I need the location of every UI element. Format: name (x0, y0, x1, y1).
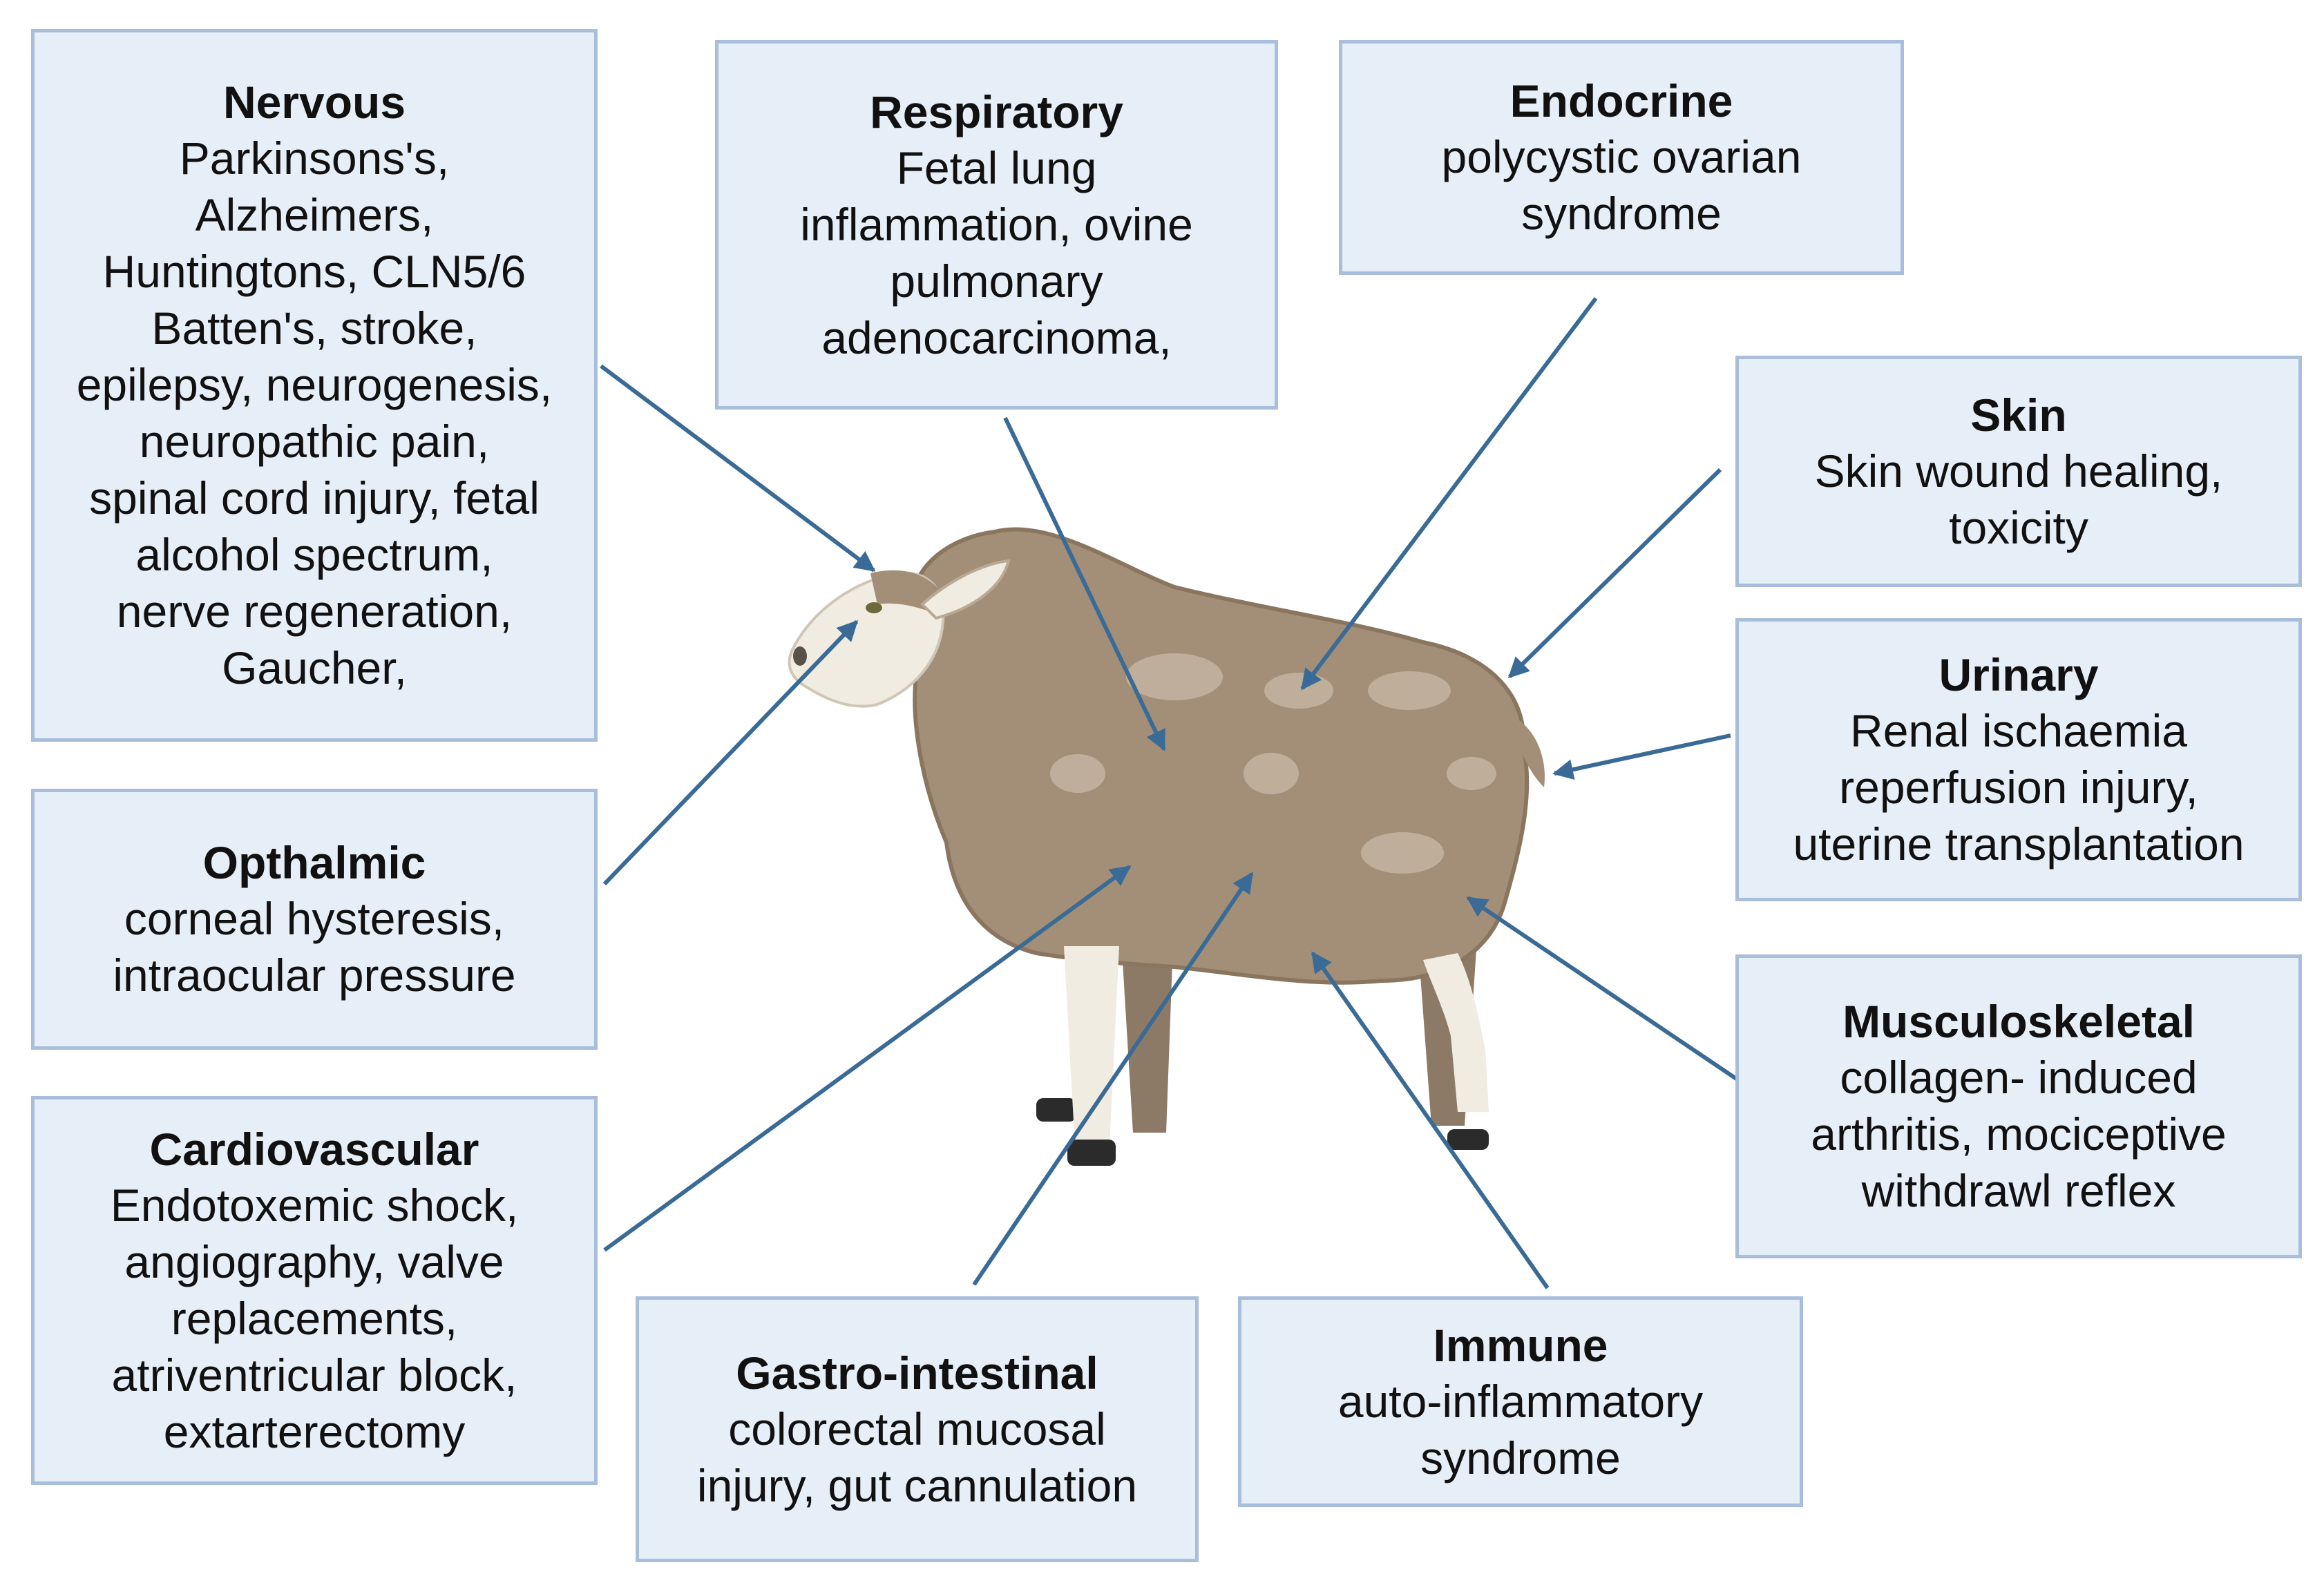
cardiovascular-line: atriventricular block, (111, 1349, 517, 1401)
gastro-intestinal-line: colorectal mucosal (728, 1403, 1106, 1454)
immune-box: Immune auto-inflammatory syndrome (1238, 1296, 1803, 1507)
nervous-line: Batten's, stroke, (151, 302, 477, 354)
nervous-line: nerve regeneration, (116, 586, 513, 637)
sheep-near-front-hoof (1067, 1140, 1116, 1166)
urinary-line: Renal ischaemia (1850, 705, 2187, 756)
musculoskeletal-line: withdrawl reflex (1861, 1165, 2176, 1216)
cardiovascular-title: Cardiovascular (149, 1123, 479, 1175)
gastro-intestinal-title: Gastro-intestinal (736, 1347, 1098, 1399)
nervous-line: spinal cord injury, fetal (89, 472, 540, 523)
respiratory-line: pulmonary (890, 255, 1103, 307)
respiratory-title: Respiratory (870, 86, 1123, 137)
respiratory-line: Fetal lung (896, 142, 1097, 193)
sheep-illustration (788, 527, 1545, 1166)
opthalmic-line: corneal hysteresis, (124, 893, 505, 944)
wool-highlights (1050, 653, 1496, 874)
arrow-opthalmic (602, 619, 859, 886)
nervous-line: epilepsy, neurogenesis, (76, 359, 553, 410)
sheep-head (788, 571, 945, 708)
sheep-near-front-leg (1064, 946, 1119, 1146)
arrow-respiratory (1003, 416, 1166, 751)
endocrine-line: syndrome (1521, 188, 1722, 239)
arrows (600, 297, 1756, 1289)
arrow-endocrine (1300, 297, 1598, 691)
gastro-intestinal-line: injury, gut cannulation (696, 1459, 1138, 1511)
cardiovascular-line: Endotoxemic shock, (110, 1179, 519, 1231)
arrow-immune (1311, 951, 1550, 1289)
nervous-line: Huntingtons, CLN5/6 (102, 246, 526, 297)
urinary-title: Urinary (1939, 649, 2099, 700)
arrow-urinary (1552, 733, 1731, 780)
musculoskeletal-line: collagen- induced (1840, 1052, 2198, 1103)
urinary-line: uterine transplantation (1793, 818, 2245, 870)
arrow-musculoskeletal (1466, 896, 1756, 1093)
endocrine-box: Endocrine polycystic ovarian syndrome (1339, 40, 1904, 275)
nervous-line: neuropathic pain, (139, 416, 490, 467)
opthalmic-box: Opthalmic corneal hysteresis, intraocula… (31, 789, 598, 1050)
sheep-near-hind-leg (1423, 953, 1489, 1112)
sheep-body (911, 527, 1530, 985)
skin-line: Skin wound healing, (1814, 445, 2223, 497)
musculoskeletal-line: arthritis, mociceptive (1811, 1108, 2227, 1160)
opthalmic-line: intraocular pressure (113, 950, 516, 1001)
sheep-far-front-hoof (1036, 1098, 1076, 1122)
skin-line: toxicity (1949, 501, 2088, 553)
gastro-intestinal-box: Gastro-intestinal colorectal mucosal inj… (636, 1296, 1199, 1562)
respiratory-box: Respiratory Fetal lung inflammation, ovi… (715, 40, 1278, 410)
skin-title: Skin (1970, 389, 2067, 441)
sheep-far-hind-hoof (1447, 1129, 1489, 1150)
urinary-box: Urinary Renal ischaemia reperfusion inju… (1735, 618, 2302, 901)
nervous-box: Nervous Parkinsons's, Alzheimers, Huntin… (31, 29, 598, 742)
cardiovascular-box: Cardiovascular Endotoxemic shock, angiog… (31, 1096, 598, 1485)
nervous-line: Gaucher, (222, 642, 407, 693)
urinary-line: reperfusion injury, (1839, 762, 2198, 813)
endocrine-line: polycystic ovarian (1441, 131, 1802, 182)
nervous-line: Parkinsons's, (179, 133, 450, 184)
cardiovascular-line: angiography, valve (124, 1236, 504, 1287)
immune-title: Immune (1433, 1319, 1608, 1371)
cardiovascular-line: extarterectomy (163, 1405, 466, 1457)
sheep-ear (920, 559, 1011, 620)
musculoskeletal-box: Musculoskeletal collagen- induced arthri… (1735, 954, 2302, 1258)
sheep-eye (866, 602, 882, 613)
arrow-gastro (972, 872, 1254, 1286)
musculoskeletal-title: Musculoskeletal (1842, 996, 2195, 1047)
nervous-line: Alzheimers, (195, 189, 434, 240)
immune-line: syndrome (1420, 1432, 1621, 1483)
sheep-nose (793, 646, 807, 666)
respiratory-line: adenocarcinoma, (821, 311, 1172, 363)
skin-box: Skin Skin wound healing, toxicity (1735, 356, 2302, 587)
arrow-nervous (600, 364, 876, 573)
arrow-cardiovascular (603, 865, 1132, 1252)
sheep-tail (1516, 718, 1545, 787)
endocrine-title: Endocrine (1509, 75, 1733, 126)
opthalmic-title: Opthalmic (202, 837, 426, 888)
cardiovascular-line: replacements, (171, 1292, 458, 1344)
respiratory-line: inflammation, ovine (800, 198, 1193, 250)
immune-line: auto-inflammatory (1337, 1375, 1704, 1427)
nervous-line: alcohol spectrum, (135, 529, 493, 580)
arrow-skin (1507, 468, 1722, 679)
nervous-title: Nervous (222, 77, 406, 128)
